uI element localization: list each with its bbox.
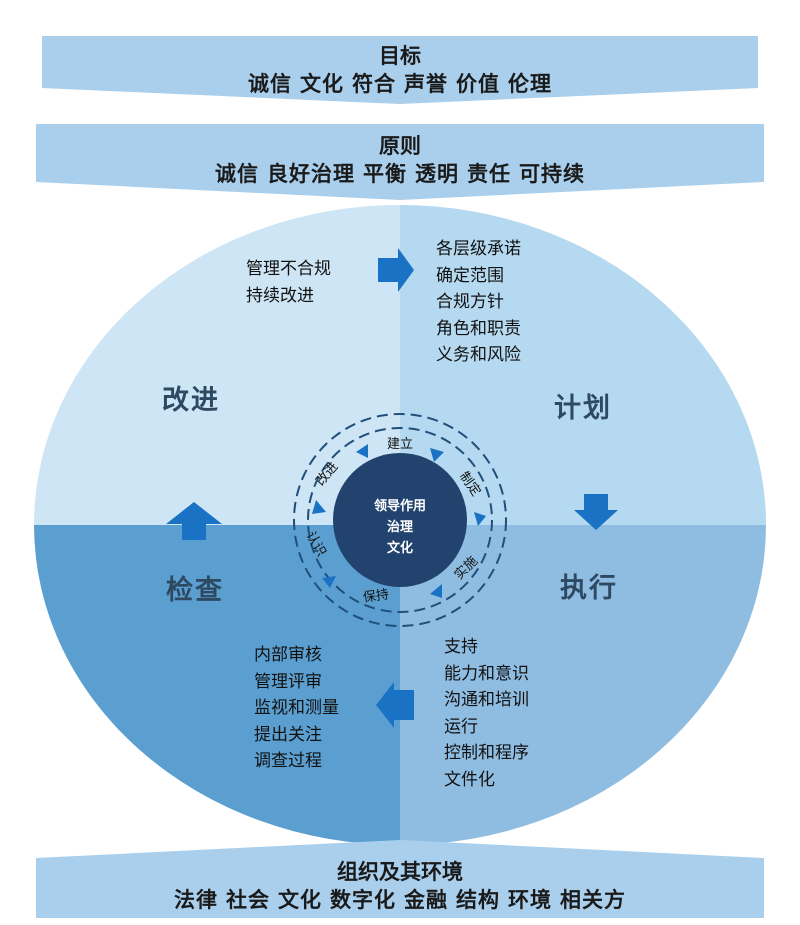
principle-item: 良好治理 [267, 162, 355, 186]
cycle-arrow-icon [312, 500, 326, 514]
list-item: 角色和职责 [436, 318, 521, 339]
principle-banner: 原则 诚信良好治理平衡透明责任可持续 [0, 124, 800, 200]
arrow-right-icon [378, 248, 414, 292]
principle-title: 原则 [379, 134, 421, 158]
plan-label: 计划 [554, 393, 612, 424]
list-item: 调查过程 [254, 751, 322, 771]
do-label: 执行 [560, 573, 618, 604]
environment-item: 社会 [226, 888, 270, 912]
environment-banner-shape [36, 840, 764, 918]
environment-item: 环境 [508, 888, 552, 912]
list-item: 监视和测量 [254, 698, 339, 718]
center-line: 文化 [387, 540, 413, 556]
arrow-up-icon [166, 502, 222, 540]
list-item: 能力和意识 [444, 663, 529, 684]
plan-list: 各层级承诺 确定范围 合规方针 角色和职责 义务和风险 [436, 236, 521, 369]
principle-item: 平衡 [363, 162, 407, 186]
list-item: 提出关注 [254, 724, 322, 745]
improve-quadrant [34, 205, 400, 525]
list-item: 文件化 [444, 769, 495, 790]
list-item: 内部审核 [254, 645, 322, 665]
environment-item: 法律 [174, 888, 218, 912]
environment-item: 数字化 [330, 888, 396, 912]
cycle-arrow-icon [474, 512, 486, 526]
list-item: 义务和风险 [436, 345, 521, 365]
list-item: 支持 [444, 637, 478, 657]
principle-items: 诚信良好治理平衡透明责任可持续 [0, 158, 800, 188]
principle-item: 诚信 [215, 162, 259, 186]
environment-title: 组织及其环境 [337, 860, 463, 884]
goal-item: 符合 [352, 72, 396, 96]
arrow-left-icon [376, 682, 414, 728]
environment-item: 金融 [404, 888, 448, 912]
inner-dashed-ring [307, 427, 493, 613]
goal-item: 伦理 [508, 72, 552, 96]
cycle-arrow-icon [322, 576, 336, 588]
list-item: 运行 [444, 716, 478, 737]
cycle-arrow-icon [430, 448, 444, 462]
goal-banner-shape [42, 36, 758, 104]
cycle-label: 建立 [387, 437, 413, 452]
principle-item: 透明 [415, 162, 459, 186]
list-item: 合规方针 [436, 292, 504, 312]
list-item: 管理不合规 [246, 259, 331, 279]
environment-item: 结构 [456, 888, 500, 912]
cycle-arrow-icon [430, 584, 442, 598]
improve-label: 改进 [162, 385, 220, 416]
principle-item: 责任 [467, 162, 511, 186]
principle-banner-shape [36, 124, 764, 200]
goal-item: 文化 [300, 72, 344, 96]
environment-item: 相关方 [560, 888, 626, 912]
list-item: 管理评审 [254, 671, 322, 692]
do-list: 支持 能力和意识 沟通和培训 运行 控制和程序 文件化 [444, 634, 529, 793]
list-item: 确定范围 [436, 265, 504, 286]
center-line: 领导作用 [374, 498, 426, 514]
environment-item: 文化 [278, 888, 322, 912]
list-item: 持续改进 [246, 285, 314, 306]
principle-item: 可持续 [519, 162, 585, 186]
cycle-arrow-icon [356, 444, 368, 458]
list-item: 沟通和培训 [444, 690, 529, 710]
list-item: 控制和程序 [444, 743, 529, 763]
check-label: 检查 [166, 575, 224, 606]
check-list: 内部审核 管理评审 监视和测量 提出关注 调查过程 [254, 642, 339, 775]
list-item: 各层级承诺 [436, 239, 521, 259]
goal-item: 声誉 [404, 72, 448, 96]
goal-banner: 目标 诚信文化符合声誉价值伦理 [0, 36, 800, 104]
goal-title: 目标 [379, 44, 421, 68]
improve-list: 管理不合规 持续改进 [246, 256, 331, 309]
goal-item: 诚信 [248, 72, 292, 96]
environment-banner: 组织及其环境 法律社会文化数字化金融结构环境相关方 [0, 840, 800, 918]
arrow-down-icon [574, 494, 618, 530]
outer-dashed-ring [293, 413, 507, 627]
center-line: 治理 [387, 519, 413, 535]
goal-items: 诚信文化符合声誉价值伦理 [0, 68, 800, 98]
center-circle [333, 453, 467, 587]
environment-items: 法律社会文化数字化金融结构环境相关方 [0, 884, 800, 914]
goal-item: 价值 [456, 72, 500, 96]
cycle-label: 保持 [362, 587, 390, 605]
